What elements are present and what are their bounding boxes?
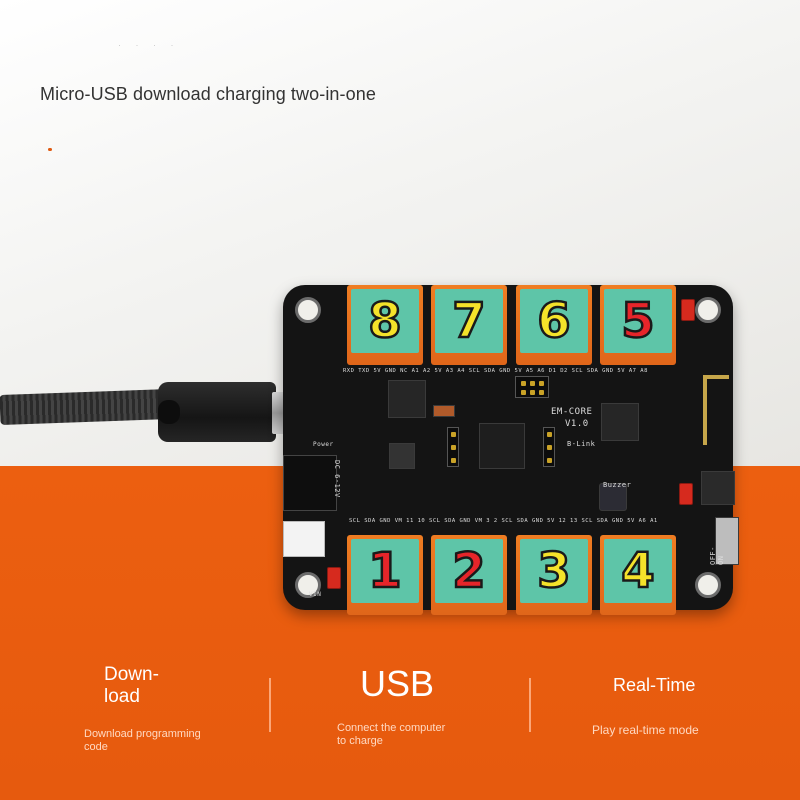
key-number: 5 xyxy=(620,293,656,349)
faint-watermark: · · · · xyxy=(118,40,180,50)
feature-usb: USB Connect the computer to charge xyxy=(337,664,445,748)
pin-row-bottom-label: SCL SDA GND VM 11 10 SCL SDA GND VM 3 2 … xyxy=(349,518,658,524)
key-5[interactable]: 5 xyxy=(600,285,676,365)
key-number: 6 xyxy=(536,293,572,349)
switch-label: OFF-ON xyxy=(709,546,725,565)
pin-header xyxy=(543,427,555,467)
buzzer xyxy=(599,483,627,511)
mounting-hole xyxy=(295,572,321,598)
capacitor xyxy=(433,405,455,417)
feature-title: Down- load xyxy=(104,664,159,707)
headline: Micro-USB download charging two-in-one xyxy=(40,84,376,104)
key-1[interactable]: 1 xyxy=(347,535,423,615)
divider xyxy=(269,678,271,732)
key-number: 3 xyxy=(536,543,572,599)
inductor xyxy=(389,443,415,469)
em-core-board: RXD TXD 5V GND NC A1 A2 5V A3 A4 SCL SDA… xyxy=(283,285,739,615)
key-3[interactable]: 3 xyxy=(516,535,592,615)
pin-row-top-label: RXD TXD 5V GND NC A1 A2 5V A3 A4 SCL SDA… xyxy=(343,368,648,374)
decorative-dot xyxy=(48,148,52,151)
blink-label: B-Link xyxy=(567,440,596,448)
mounting-hole xyxy=(295,297,321,323)
key-2[interactable]: 2 xyxy=(431,535,507,615)
antenna-trace xyxy=(703,375,729,445)
usb-connector-housing xyxy=(158,382,276,442)
pin-header xyxy=(515,376,549,398)
key-8[interactable]: 8 xyxy=(347,285,423,365)
jumper-red xyxy=(679,483,693,505)
jumper-red xyxy=(681,299,695,321)
key-number: 1 xyxy=(367,543,403,599)
dc-jack xyxy=(283,455,337,511)
key-number: 2 xyxy=(451,543,487,599)
key-4[interactable]: 4 xyxy=(600,535,676,615)
jumper-red xyxy=(327,567,341,589)
key-number: 4 xyxy=(620,543,656,599)
divider xyxy=(529,678,531,732)
key-number: 8 xyxy=(367,293,403,349)
feature-description: Play real-time mode xyxy=(592,723,699,737)
key-number: 7 xyxy=(451,293,487,349)
braided-usb-cable xyxy=(0,389,171,425)
mounting-hole xyxy=(695,572,721,598)
white-connector xyxy=(283,521,325,557)
dc-label: DC 6-12V xyxy=(333,460,341,498)
version-label: V1.0 xyxy=(565,419,589,429)
model-label: EM-CORE xyxy=(551,407,593,417)
feature-description: Connect the computer to charge xyxy=(337,722,446,747)
feature-realtime: Real-Time Play real-time mode xyxy=(592,674,699,737)
key-6[interactable]: 6 xyxy=(516,285,592,365)
reset-button xyxy=(701,471,735,505)
mounting-hole xyxy=(695,297,721,323)
power-label: Power xyxy=(313,441,334,448)
chip xyxy=(388,380,426,418)
power-switch xyxy=(715,517,739,565)
buzzer-label: Buzzer xyxy=(603,481,632,489)
feature-title: USB xyxy=(360,663,435,704)
key-7[interactable]: 7 xyxy=(431,285,507,365)
feature-title: Real-Time xyxy=(613,675,696,695)
bluetooth-chip xyxy=(601,403,639,441)
feature-description: Download programming code xyxy=(84,728,201,753)
microcontroller-chip xyxy=(479,423,525,469)
feature-download: Down- load Download programming code xyxy=(84,664,201,754)
pin-header xyxy=(447,427,459,467)
vin-label: VIN xyxy=(309,591,322,598)
